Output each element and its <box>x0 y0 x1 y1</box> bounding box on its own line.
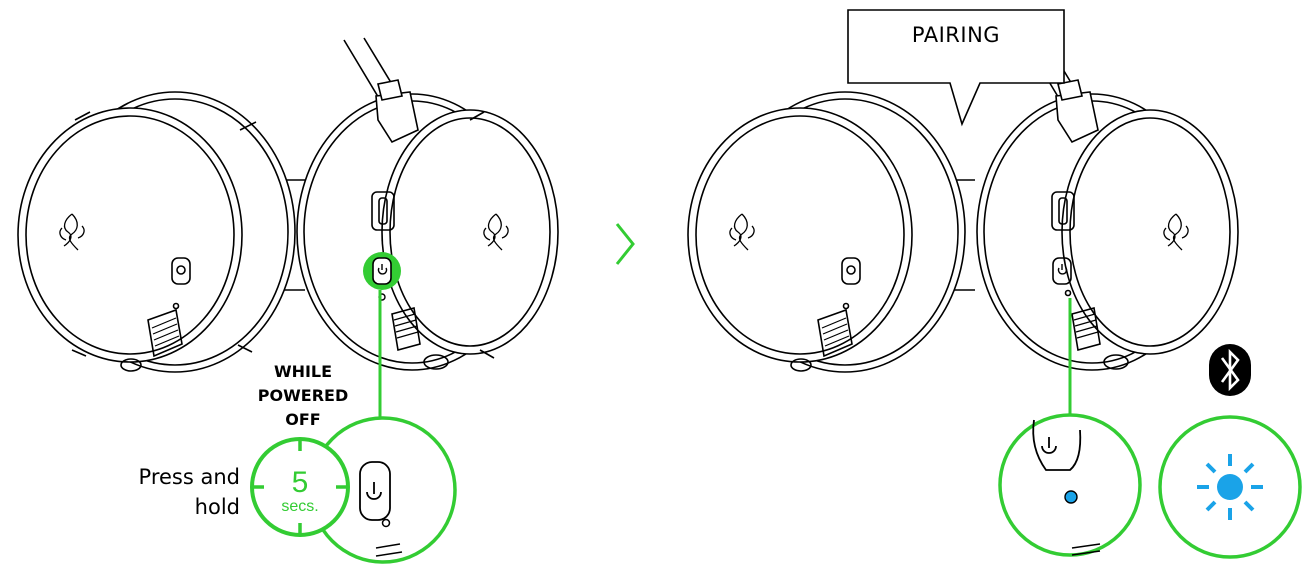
zoom-led <box>998 413 1142 557</box>
power-button-highlight <box>363 252 401 418</box>
timer-unit: secs. <box>281 498 319 515</box>
blinking-led-icon <box>1158 415 1302 559</box>
bluetooth-icon <box>1209 344 1251 396</box>
condition-line-3: OFF <box>285 410 321 429</box>
action-line-1: Press and <box>138 465 240 489</box>
chevron-right-icon <box>615 223 635 265</box>
condition-line-1: WHILE <box>273 362 333 381</box>
timer-value: 5 <box>291 466 309 499</box>
pairing-status-label: PAIRING <box>911 23 1001 47</box>
zoom-power-button <box>309 416 457 564</box>
timer-icon <box>250 437 350 537</box>
pairing-callout <box>847 9 1065 127</box>
action-label: Press and hold <box>100 462 240 522</box>
action-line-2: hold <box>194 495 240 519</box>
headset-left <box>17 37 559 373</box>
headset-right <box>687 37 1239 373</box>
condition-label: WHILE POWERED OFF <box>248 360 358 432</box>
condition-line-2: POWERED <box>257 386 349 405</box>
